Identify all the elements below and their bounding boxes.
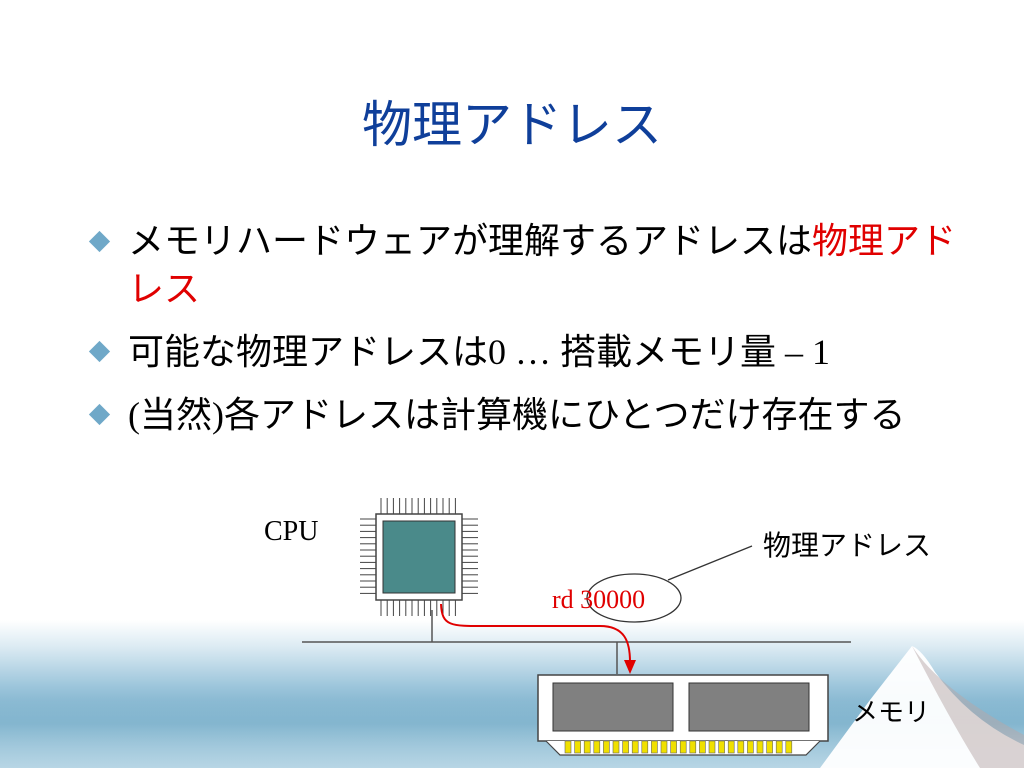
memory-contact-pin [785, 740, 793, 754]
memory-label: メモリ [852, 698, 931, 728]
memory-contact-pin [766, 740, 773, 754]
bullet-suffix: – 1 [776, 332, 831, 372]
memory-contact-pin [747, 740, 754, 754]
bullet-text: メモリハードウェアが理解するアドレスは [128, 221, 813, 262]
memory-contact-pin [756, 740, 764, 754]
bullet-highlight: 物理アドレス [128, 221, 957, 310]
memory-contact-pin [574, 740, 581, 754]
memory-module-icon [537, 674, 829, 756]
memory-contact-pin [737, 740, 745, 754]
address-highlight-ellipse [586, 573, 682, 623]
memory-contact-pin [593, 740, 601, 754]
memory-contact-pin [612, 740, 620, 754]
memory-contact-pin [622, 740, 629, 754]
bullet-item: (当然)各アドレスは計算機にひとつだけ存在する [86, 391, 986, 440]
bullet-item: 可能な物理アドレスは0 … 搭載メモリ量 – 1 [86, 328, 986, 377]
memory-contact-pin [651, 740, 658, 754]
bullet-item: メモリハードウェアが理解するアドレスは物理アドレス [86, 218, 986, 314]
data-flow-arrow [440, 603, 631, 663]
memory-contact-pin [699, 740, 706, 754]
bullet-text-mid: 搭載メモリ量 [560, 332, 777, 373]
memory-contact-pin [564, 740, 572, 754]
bullet-range: 0 … [488, 332, 561, 372]
memory-contact-pin [631, 740, 639, 754]
memory-contact-pin [670, 740, 677, 754]
paren-word: 当然 [140, 395, 213, 436]
memory-contact-pin [718, 740, 725, 754]
paren-close: ) [212, 395, 225, 435]
address-pointer-line [667, 545, 753, 581]
slide-title: 物理アドレス [362, 96, 662, 154]
arrow-head-icon [624, 660, 636, 674]
memory-contact-pin [660, 740, 668, 754]
physical-address-label: 物理アドレス [763, 529, 932, 562]
memory-contact-pin [641, 740, 649, 754]
paren-open: ( [128, 395, 140, 435]
instruction-label: rd 30000 [552, 585, 646, 614]
memory-contact-pin [689, 740, 697, 754]
memory-contact-pin [775, 740, 783, 754]
mountain-shadow [912, 646, 1024, 768]
memory-contact-pin [583, 740, 591, 754]
bullet-list: メモリハードウェアが理解するアドレスは物理アドレス 可能な物理アドレスは0 … … [86, 218, 986, 454]
memory-contact-pin [708, 740, 716, 754]
memory-contact-pin [603, 740, 610, 754]
memory-contact-pin [727, 740, 735, 754]
memory-contact-pin [679, 740, 687, 754]
cpu-chip-icon [360, 498, 478, 616]
bullet-text: 可能な物理アドレスは [128, 332, 489, 373]
bullet-text: 各アドレスは計算機にひとつだけ存在する [224, 395, 906, 436]
cpu-label: CPU [264, 516, 319, 547]
